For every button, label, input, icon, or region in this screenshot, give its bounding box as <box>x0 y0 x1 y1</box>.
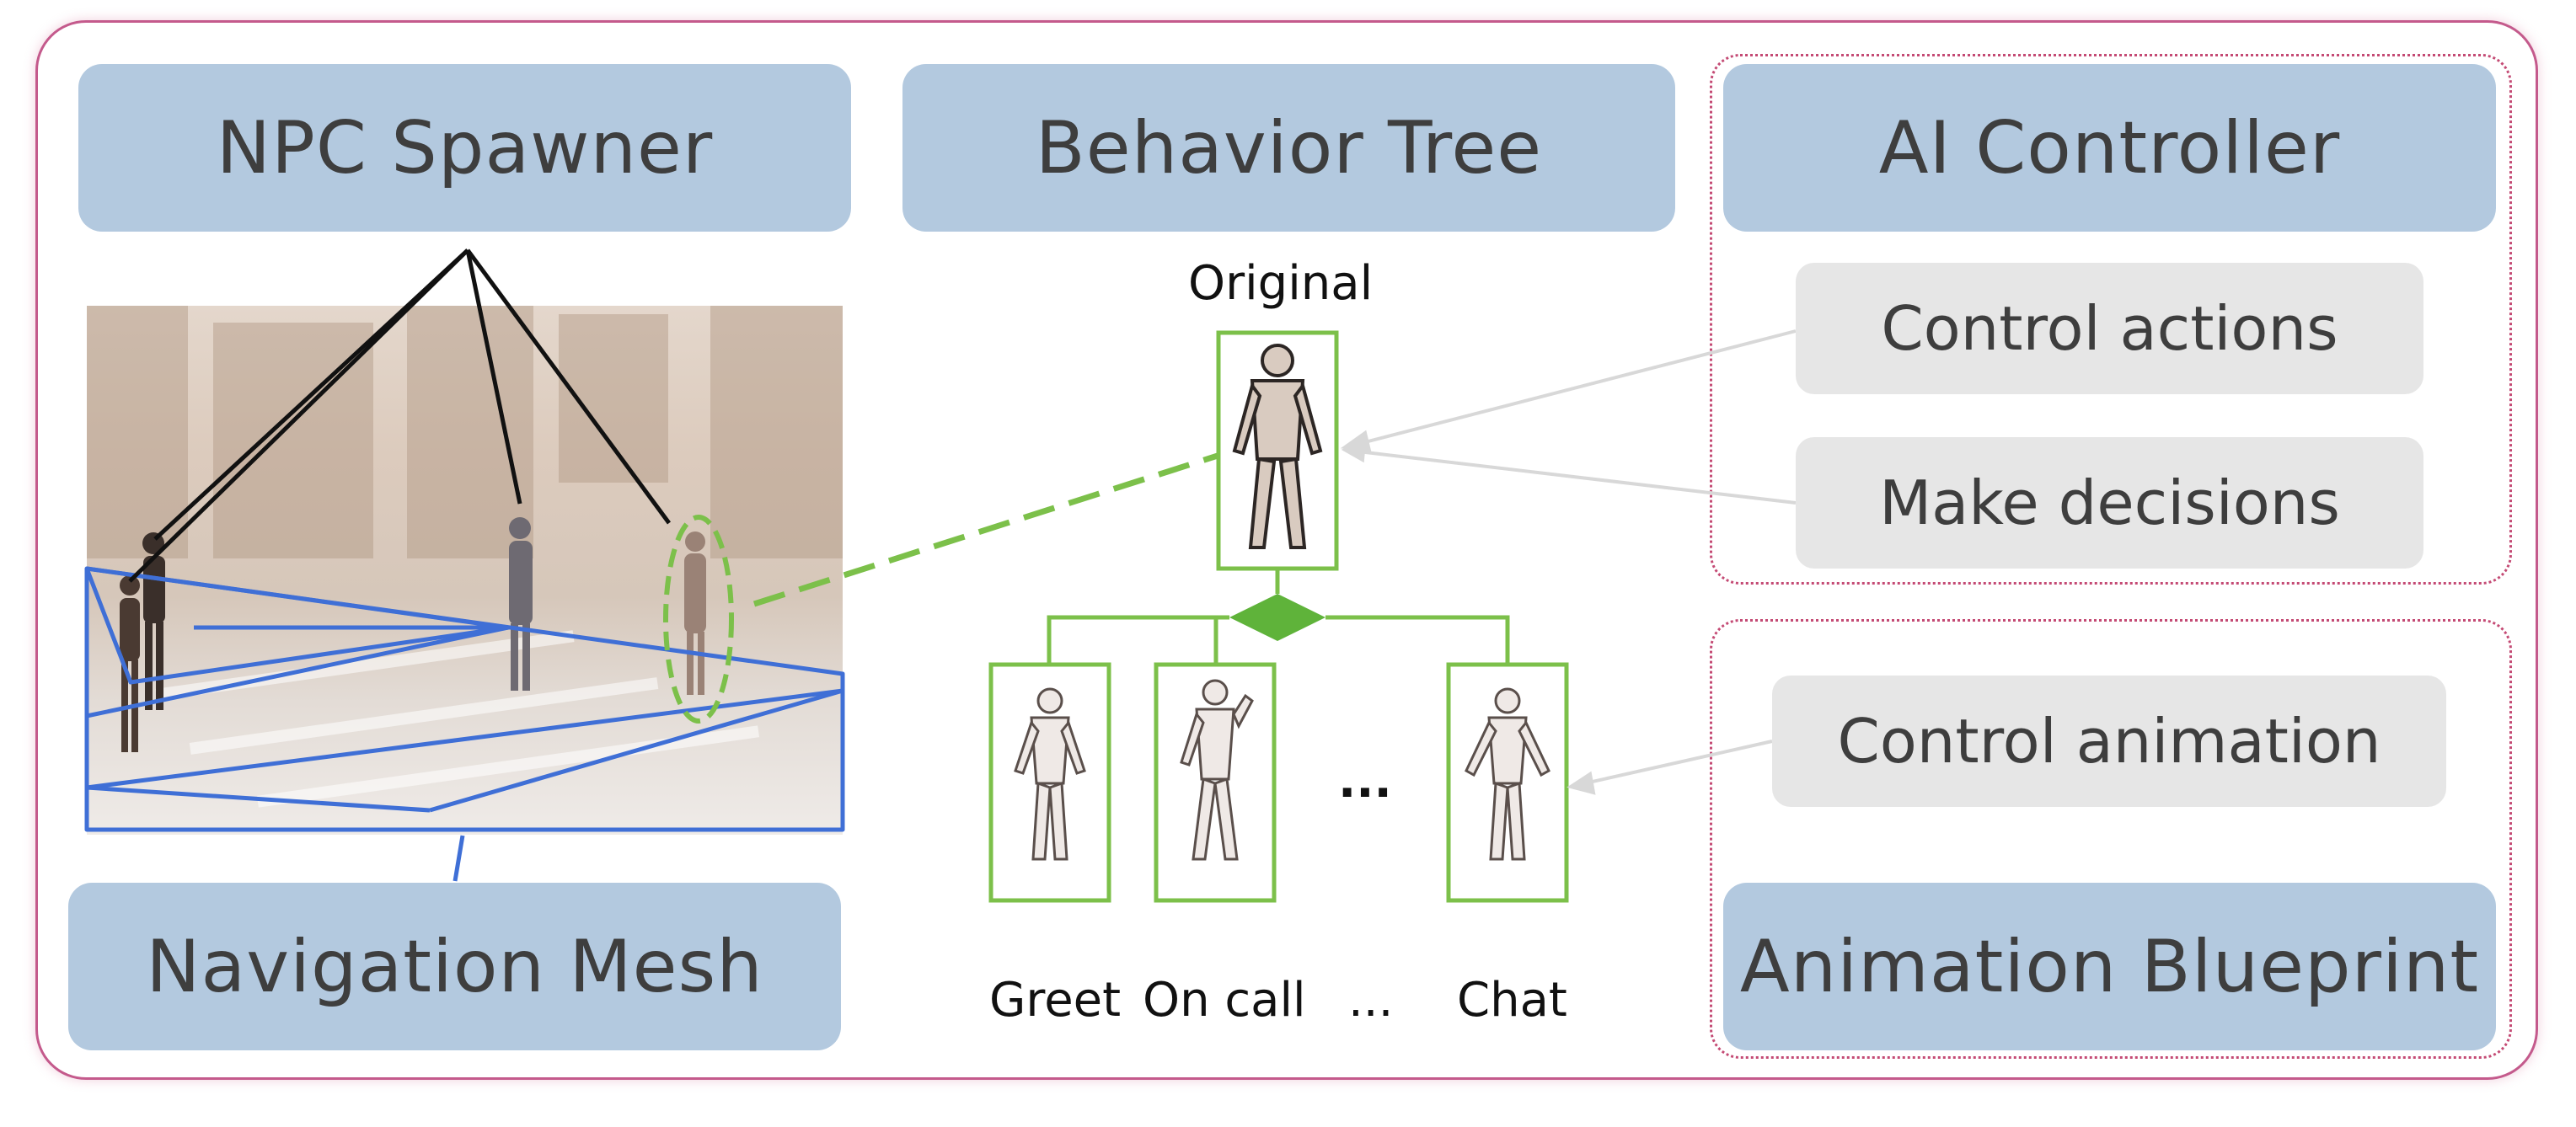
npc-to-tree-dashed-link <box>752 452 1219 607</box>
leaves-ellipsis-label: ... <box>1348 973 1394 1028</box>
selected-npc-ellipse <box>663 515 734 724</box>
selector-diamond <box>1229 594 1325 641</box>
outer-frame <box>35 20 2538 1080</box>
animation-blueprint-panel: Animation Blueprint <box>1723 883 2496 1050</box>
controller-arrows <box>1340 329 1797 795</box>
ai-controller-panel: AI Controller <box>1723 64 2496 232</box>
npc-spawner-lines <box>128 248 672 583</box>
npc-spawner-panel: NPC Spawner <box>78 64 851 232</box>
tree-ellipsis: ... <box>1338 754 1392 809</box>
chat-mannequin-icon <box>1465 687 1550 861</box>
ai-controller-group <box>1710 54 2512 585</box>
npc-person-figures <box>120 517 706 752</box>
navigation-mesh-overlay <box>84 566 845 882</box>
animation-blueprint-group <box>1710 619 2512 1059</box>
greet-label: Greet <box>989 973 1122 1028</box>
control-actions-item: Control actions <box>1796 263 2423 394</box>
control-animation-item: Control animation <box>1772 676 2446 807</box>
navigation-mesh-panel: Navigation Mesh <box>68 883 841 1050</box>
on-call-mannequin-icon <box>1180 679 1254 861</box>
behavior-tree-panel: Behavior Tree <box>902 64 1675 232</box>
chat-label: Chat <box>1457 973 1567 1028</box>
street-scene-image <box>87 306 843 835</box>
on-call-label: On call <box>1143 973 1306 1028</box>
original-mannequin-icon <box>1232 344 1323 549</box>
greet-mannequin-icon <box>1014 687 1086 861</box>
make-decisions-item: Make decisions <box>1796 437 2423 569</box>
original-label: Original <box>1188 256 1374 311</box>
